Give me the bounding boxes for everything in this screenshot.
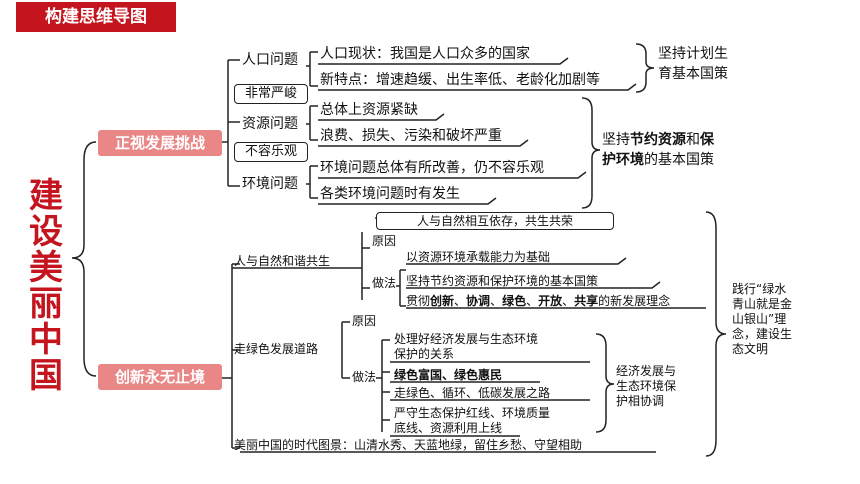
green-method: 处理好经济发展与生态环境 [394,332,539,346]
practice-line: 山银山”理 [732,312,787,326]
harmony-method-label: 做法 [372,276,397,290]
side-title-char: 丽 [29,284,63,324]
header-title: 构建思维导图 [16,2,176,32]
green-result-line: 生态环境保 [616,379,677,393]
innovation-pill: 创新永无止境 [98,364,222,390]
practice-line: 青山就是金 [732,297,793,311]
era-text: 美丽中国的时代图景：山清水秀、天蓝地绿，留住乡愁、守望相助 [234,438,583,452]
green-method: 严守生态保护红线、环境质量 [394,406,551,420]
green-result-line: 护相协调 [616,394,665,408]
population-item: 新特点：增速趋缓、出生率低、老龄化加剧等 [320,72,600,88]
population-label: 人口问题 [242,52,298,68]
resource-label: 资源问题 [242,116,298,132]
practice-line: 态文明 [732,342,769,356]
green-method: 底线、资源利用上线 [394,421,503,435]
side-title-char: 建 [29,176,63,216]
harmony-reason-label: 原因 [372,234,397,248]
green-method: 绿色富国、绿色惠民 [394,368,503,382]
side-title-char: 设 [29,212,63,252]
resource-item: 总体上资源紧缺 [320,102,418,118]
environment-tag: 不容乐观 [234,142,308,162]
practice-line: 念，建设生 [732,327,793,341]
green-reason-label: 原因 [352,314,377,328]
population-policy-line: 坚持计划生 [658,46,728,62]
green-label: 走绿色发展道路 [234,342,319,356]
green-result-line: 经济发展与 [616,364,677,378]
side-title-char: 美 [29,248,63,288]
population-item: 人口现状：我国是人口众多的国家 [320,46,530,62]
harmony-method-concepts: 贯彻创新、协调、绿色、开放、共享的新发展理念 [406,294,671,308]
environment-item: 环境问题总体有所改善，仍不容乐观 [320,160,544,176]
environment-item: 各类环境问题时有发生 [320,186,460,202]
side-title: 建 设 美 丽 中 国 [22,178,70,394]
resource-item: 浪费、损失、污染和破坏严重 [320,128,502,144]
green-method-label: 做法 [352,370,377,384]
harmony-method: 坚持节约资源和保护环境的基本国策 [406,274,599,288]
resource-tag: 非常严峻 [234,84,308,104]
harmony-reason-box: 人与自然相互依存，共生共荣 [376,212,614,230]
side-title-char: 国 [29,356,63,396]
green-method: 走绿色、循环、低碳发展之路 [394,386,551,400]
main-brace [71,141,97,377]
harmony-method: 以资源环境承载能力为基础 [406,250,551,264]
green-method: 保护的关系 [394,347,455,361]
population-policy-line: 育基本国策 [658,66,728,82]
practice-line: 践行“绿水 [732,282,787,296]
side-title-char: 中 [29,320,63,360]
environment-label: 环境问题 [242,176,298,192]
harmony-label: 人与自然和谐共生 [234,254,331,268]
policy2-line2: 护环境的基本国策 [602,152,714,168]
policy2-line1: 坚持节约资源和保 [602,132,714,148]
challenge-pill: 正视发展挑战 [98,130,222,156]
